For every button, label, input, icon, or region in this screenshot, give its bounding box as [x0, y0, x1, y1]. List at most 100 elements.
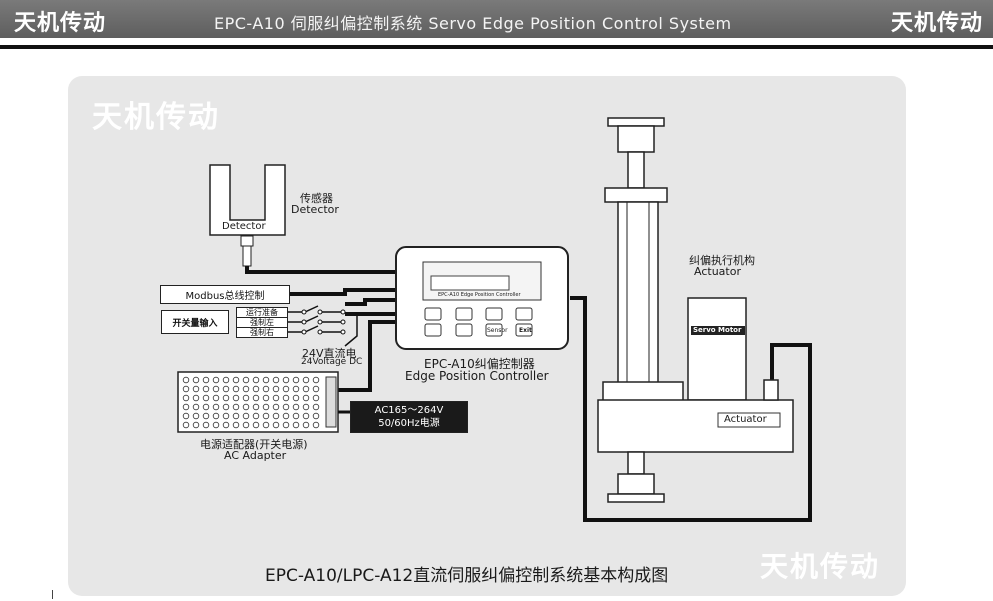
adapter-vent-hole — [262, 385, 270, 393]
adapter-vent-hole — [282, 376, 290, 384]
header-title: EPC-A10 伺服纠偏控制系统 Servo Edge Position Con… — [214, 14, 732, 33]
actuator-label-cn: 纠偏执行机构 — [689, 254, 755, 267]
adapter-vent-hole — [312, 385, 320, 393]
watermark-top-left: 天机传动 — [92, 100, 220, 135]
adapter-vent-hole — [292, 376, 300, 384]
adapter-vent-hole — [232, 412, 240, 420]
adapter-vent-hole — [202, 412, 210, 420]
adapter-vent-hole — [242, 412, 250, 420]
detector-label-en: Detector — [291, 203, 339, 216]
adapter-vent-hole — [222, 376, 230, 384]
servo-motor-label-bg — [691, 326, 745, 335]
adapter-vent-hole — [282, 394, 290, 402]
adapter-vent-hole — [312, 403, 320, 411]
adapter-vent-hole — [242, 376, 250, 384]
adapter-vent-hole — [272, 412, 280, 420]
actuator-label-en: Actuator — [694, 265, 741, 278]
modbus-box: Modbus总线控制 — [160, 285, 290, 304]
adapter-vent-hole — [192, 421, 200, 429]
dc24-label-cn: 24V直流电 — [302, 347, 357, 360]
adapter-vent-hole — [252, 421, 260, 429]
header-rule — [0, 45, 993, 49]
adapter-vent-hole — [202, 421, 210, 429]
adapter-vent-hole — [262, 412, 270, 420]
adapter-vent-hole — [232, 421, 240, 429]
switch-input-box: 开关量输入 — [161, 310, 229, 334]
adapter-vent-hole — [272, 385, 280, 393]
adapter-vent-hole — [272, 421, 280, 429]
adapter-vent-hole — [282, 403, 290, 411]
adapter-vent-hole — [232, 394, 240, 402]
adapter-label-cn: 电源适配器(开关电源) — [200, 438, 308, 451]
adapter-vent-hole — [252, 412, 260, 420]
adapter-vent-hole — [302, 376, 310, 384]
header-bar: 天机传动 EPC-A10 伺服纠偏控制系统 Servo Edge Positio… — [0, 0, 993, 38]
adapter-vent-hole — [282, 412, 290, 420]
ac-supply-box: AC165～264V 50/60Hz电源 — [350, 401, 468, 433]
detector-label-cn: 传感器 — [300, 192, 333, 205]
adapter-vent-hole — [222, 421, 230, 429]
adapter-vent-hole — [242, 421, 250, 429]
adapter-vent-hole — [262, 421, 270, 429]
adapter-vent-hole — [192, 385, 200, 393]
adapter-vent-hole — [272, 376, 280, 384]
servo-motor-label: Servo Motor — [693, 326, 742, 334]
adapter-vent-hole — [302, 385, 310, 393]
adapter-vent-hole — [182, 412, 190, 420]
adapter-vent-hole — [182, 403, 190, 411]
adapter-vent-hole — [222, 403, 230, 411]
detector-body-text: Detector — [222, 221, 266, 232]
adapter-vent-hole — [202, 403, 210, 411]
adapter-vent-hole — [292, 421, 300, 429]
adapter-vent-hole — [242, 385, 250, 393]
adapter-vent-hole — [182, 385, 190, 393]
controller-panel-text: EPC-A10 Edge Position Controller — [438, 292, 521, 298]
adapter-vent-hole — [302, 403, 310, 411]
adapter-vent-hole — [232, 376, 240, 384]
controller-key-sensor: Sensor — [487, 327, 508, 334]
detector-plug — [242, 245, 252, 267]
adapter-vent-hole — [252, 403, 260, 411]
adapter-vent-hole — [222, 412, 230, 420]
wires — [245, 266, 812, 522]
actuator-label-box — [717, 412, 781, 428]
adapter-vent-hole — [262, 394, 270, 402]
servo-motor-body — [687, 297, 747, 401]
adapter-vent-hole — [192, 403, 200, 411]
adapter-vent-hole — [292, 394, 300, 402]
dc24-label-en: 24Voltage DC — [301, 357, 363, 367]
controller-label-en: Edge Position Controller — [405, 369, 549, 383]
adapter-vent-hole — [302, 421, 310, 429]
adapter-label-en: AC Adapter — [224, 449, 287, 462]
controller-key-exit: Exit — [519, 327, 532, 334]
adapter-vent-hole — [182, 421, 190, 429]
actuator-body-label: Actuator — [724, 414, 767, 425]
adapter-vent-hole — [212, 376, 220, 384]
adapter-vent-hole — [282, 385, 290, 393]
adapter-vent-hole — [212, 385, 220, 393]
adapter-vent-hole — [292, 403, 300, 411]
adapter-vent-hole — [192, 412, 200, 420]
adapter-vent-hole — [252, 385, 260, 393]
adapter-vent-hole — [312, 394, 320, 402]
adapter-vent-hole — [212, 394, 220, 402]
adapter-vent-hole — [272, 403, 280, 411]
controller-label-cn: EPC-A10纠偏控制器 — [424, 357, 535, 371]
edge-tick — [52, 590, 53, 599]
adapter-vent-hole — [202, 376, 210, 384]
adapter-vent-hole — [192, 376, 200, 384]
adapter-vent-hole — [242, 403, 250, 411]
adapter-vent-hole — [202, 394, 210, 402]
adapter-vent-hole — [232, 385, 240, 393]
adapter-vent-hole — [312, 412, 320, 420]
adapter-vent-hole — [292, 412, 300, 420]
adapter-vent-hole — [232, 403, 240, 411]
adapter-vent-hole — [312, 376, 320, 384]
adapter-vent-hole — [262, 403, 270, 411]
ac-supply-line2: 50/60Hz电源 — [378, 418, 440, 429]
adapter-vent-hole — [222, 385, 230, 393]
adapter-vent-hole — [212, 412, 220, 420]
adapter-vent-hole — [272, 394, 280, 402]
adapter-vent-hole — [222, 394, 230, 402]
